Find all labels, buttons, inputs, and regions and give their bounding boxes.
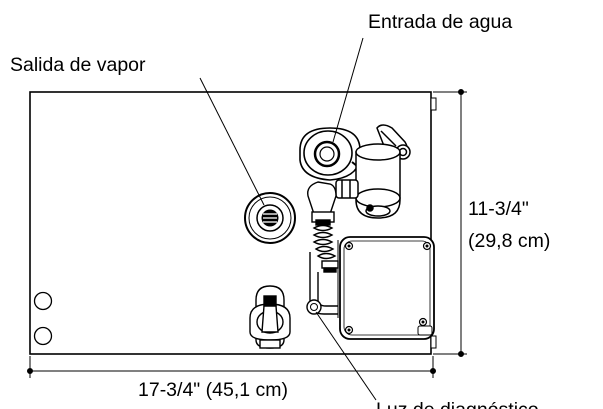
label-height-inches: 11-3/4" xyxy=(468,198,529,220)
knockout-hole-lower xyxy=(33,326,53,346)
label-height-cm: (29,8 cm) xyxy=(468,230,550,252)
height-dimension-line xyxy=(433,89,467,357)
housing-tabs xyxy=(430,97,437,349)
water-inlet-fitting xyxy=(299,127,361,181)
steam-outlet-fitting xyxy=(244,192,296,244)
electrical-box xyxy=(339,236,435,340)
fill-valve-solenoid xyxy=(335,124,411,219)
label-diagnostic-light: Luz de diagnóstico xyxy=(376,399,539,409)
drain-hose xyxy=(307,181,339,318)
drain-fitting xyxy=(249,285,291,349)
label-water-inlet: Entrada de agua xyxy=(368,11,512,33)
diagnostic-light xyxy=(306,299,322,315)
knockout-hole-upper xyxy=(33,291,53,311)
width-dimension-line xyxy=(27,356,436,378)
leader-lines xyxy=(199,37,377,401)
label-steam-outlet: Salida de vapor xyxy=(10,54,146,76)
label-width: 17-3/4" (45,1 cm) xyxy=(138,379,288,401)
